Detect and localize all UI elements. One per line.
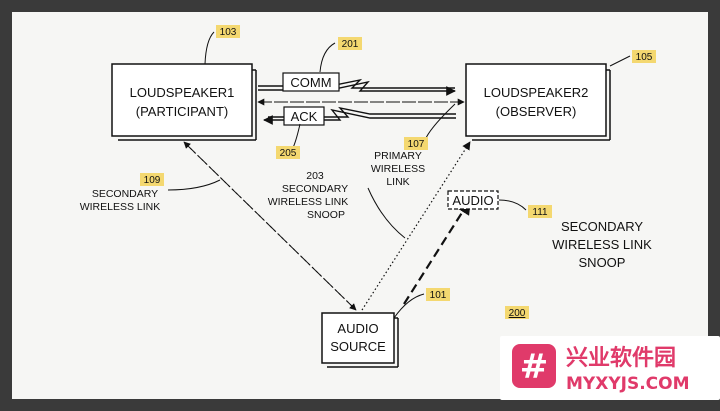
audio-stream: AUDIO xyxy=(403,190,499,305)
svg-text:WIRELESS LINK: WIRELESS LINK xyxy=(268,196,349,208)
audio-label: AUDIO xyxy=(452,193,493,208)
svg-text:SNOOP: SNOOP xyxy=(307,209,345,221)
svg-text:WIRELESS LINK: WIRELESS LINK xyxy=(552,237,652,252)
svg-text:201: 201 xyxy=(342,39,359,50)
ref-101: 101 xyxy=(426,288,450,301)
audio-source-line2: SOURCE xyxy=(330,339,386,354)
comm-label: COMM xyxy=(290,75,331,90)
svg-text:111: 111 xyxy=(532,207,548,218)
svg-text:WIRELESS LINK: WIRELESS LINK xyxy=(80,201,161,213)
watermark-logo-icon xyxy=(512,344,556,388)
ref-109: 109 xyxy=(140,173,164,186)
ref-205: 205 xyxy=(276,146,300,159)
svg-text:203: 203 xyxy=(306,170,324,182)
watermark-url: MYXYJS.COM xyxy=(566,374,690,394)
snoop-link-203 xyxy=(361,141,471,311)
loudspeaker2-role: (OBSERVER) xyxy=(496,104,577,119)
svg-text:#: # xyxy=(520,347,549,387)
svg-text:PRIMARY: PRIMARY xyxy=(374,150,422,162)
ref-105: 105 xyxy=(632,50,656,63)
svg-text:101: 101 xyxy=(430,290,447,301)
watermark-brand: 兴业软件园 xyxy=(566,345,676,371)
ack-label: ACK xyxy=(291,109,318,124)
loudspeaker2-title: LOUDSPEAKER2 xyxy=(484,85,589,100)
ref-103: 103 xyxy=(216,25,240,38)
loudspeaker2-node: LOUDSPEAKER2 (OBSERVER) xyxy=(465,63,611,141)
secondary-link xyxy=(183,141,357,311)
svg-text:200: 200 xyxy=(509,308,526,319)
svg-text:103: 103 xyxy=(220,27,237,38)
svg-text:SECONDARY: SECONDARY xyxy=(92,188,158,200)
audio-source-node: AUDIO SOURCE xyxy=(321,312,399,368)
secondary-link-label: SECONDARY WIRELESS LINK xyxy=(80,188,161,213)
ref-201: 201 xyxy=(338,37,362,50)
svg-text:WIRELESS: WIRELESS xyxy=(371,163,425,175)
svg-text:107: 107 xyxy=(408,139,425,150)
ack-message: ACK xyxy=(263,106,456,126)
ref-111: 111 xyxy=(528,205,552,218)
leader-lines xyxy=(167,31,631,319)
loudspeaker1-role: (PARTICIPANT) xyxy=(136,104,228,119)
svg-text:105: 105 xyxy=(636,52,653,63)
svg-text:SNOOP: SNOOP xyxy=(579,255,626,270)
loudspeaker1-node: LOUDSPEAKER1 (PARTICIPANT) xyxy=(111,63,257,141)
loudspeaker1-title: LOUDSPEAKER1 xyxy=(130,85,235,100)
figure-ref-200: 200 xyxy=(505,306,529,319)
audio-source-line1: AUDIO xyxy=(337,321,378,336)
svg-text:205: 205 xyxy=(280,148,297,159)
primary-link-label: PRIMARY WIRELESS LINK xyxy=(371,150,425,188)
svg-text:SECONDARY: SECONDARY xyxy=(282,183,348,195)
snoop-203-label: 203 SECONDARY WIRELESS LINK SNOOP xyxy=(268,170,349,221)
ref-107: 107 xyxy=(404,137,428,150)
site-watermark: # 兴业软件园 MYXYJS.COM xyxy=(500,336,720,400)
svg-text:LINK: LINK xyxy=(386,176,409,188)
comm-message: COMM xyxy=(258,72,456,96)
svg-text:SECONDARY: SECONDARY xyxy=(561,219,643,234)
snoop-111-label: SECONDARY WIRELESS LINK SNOOP xyxy=(552,219,652,270)
svg-text:109: 109 xyxy=(144,175,161,186)
